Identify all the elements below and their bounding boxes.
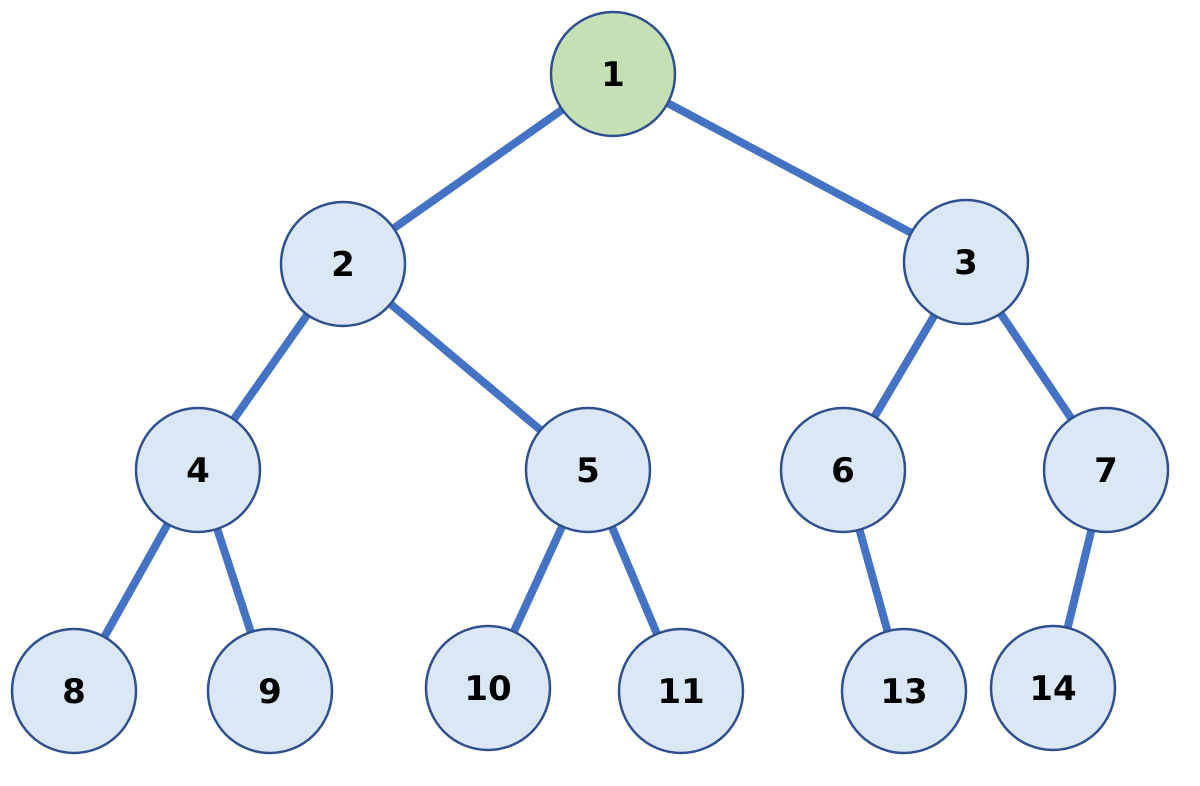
node-circle: [989, 624, 1117, 752]
node-circle: [1042, 406, 1170, 534]
node-layer: 1 2 3 4 5 6 7 8 9 10 11 13 14: [10, 10, 1170, 755]
node-label: 4: [186, 451, 210, 491]
node-circle: [206, 627, 334, 755]
node-circle: [279, 200, 407, 328]
node-label: 2: [331, 245, 355, 285]
node-circle: [524, 406, 652, 534]
node-label: 6: [831, 451, 855, 491]
tree-node-4: 4: [134, 406, 262, 534]
tree-node-11: 11: [617, 627, 745, 755]
node-circle: [779, 406, 907, 534]
tree-node-14: 14: [989, 624, 1117, 752]
node-label: 9: [258, 672, 282, 712]
node-circle: [134, 406, 262, 534]
root-node-circle: [549, 10, 677, 138]
tree-node-6: 6: [779, 406, 907, 534]
tree-node-2: 2: [279, 200, 407, 328]
node-label: 1: [601, 55, 625, 95]
node-circle: [902, 198, 1030, 326]
node-label: 14: [1029, 669, 1076, 709]
tree-node-5: 5: [524, 406, 652, 534]
node-label: 3: [954, 243, 978, 283]
node-label: 11: [657, 672, 704, 712]
edge-layer: [70, 70, 1110, 693]
tree-node-13: 13: [840, 627, 968, 755]
node-circle: [424, 624, 552, 752]
node-circle: [617, 627, 745, 755]
tree-edge-n1-n3: [611, 70, 968, 266]
node-label: 7: [1094, 451, 1118, 491]
tree-node-9: 9: [206, 627, 334, 755]
node-label: 5: [576, 451, 600, 491]
tree-node-3: 3: [902, 198, 1030, 326]
tree-node-7: 7: [1042, 406, 1170, 534]
node-label: 13: [880, 672, 927, 712]
tree-node-1: 1: [549, 10, 677, 138]
node-label: 10: [464, 669, 511, 709]
tree-node-10: 10: [424, 624, 552, 752]
node-circle: [840, 627, 968, 755]
node-label: 8: [62, 672, 86, 712]
tree-node-8: 8: [10, 627, 138, 755]
node-circle: [10, 627, 138, 755]
